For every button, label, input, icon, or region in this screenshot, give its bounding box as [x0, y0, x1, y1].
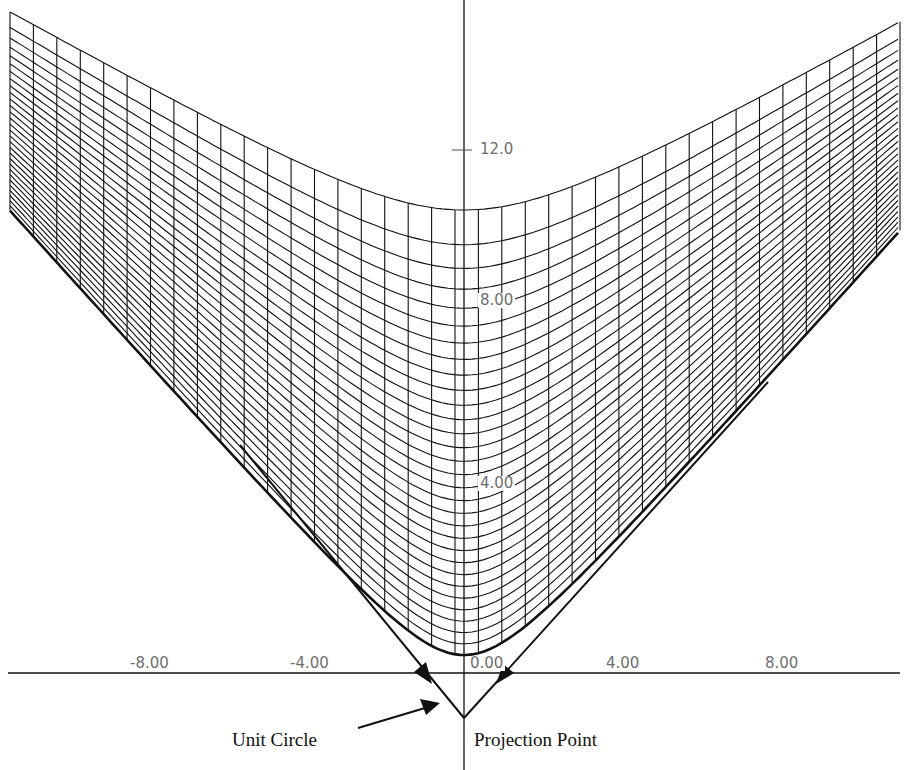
mesh-line	[10, 118, 898, 448]
x-axis	[8, 672, 900, 673]
mesh-line	[10, 130, 898, 475]
mesh-line	[10, 27, 898, 244]
axis-tick-label: 8.00	[478, 293, 515, 308]
mesh-line	[525, 202, 526, 627]
mesh-line	[689, 133, 690, 461]
mesh-line	[10, 71, 898, 343]
mesh-line	[291, 159, 292, 518]
axis-tick-label: 12.0	[478, 142, 515, 157]
y-axis	[463, 0, 464, 770]
mesh-line	[10, 153, 898, 526]
mesh-line	[10, 159, 898, 539]
mesh-line	[899, 22, 900, 231]
mesh-line	[10, 142, 898, 501]
mesh-surface	[10, 12, 900, 655]
callout-label: Projection Point	[474, 730, 597, 749]
mesh-line	[501, 207, 502, 643]
mesh-line	[454, 210, 455, 655]
mesh-line	[10, 201, 898, 633]
mesh-line	[10, 185, 898, 598]
mesh-line	[361, 189, 362, 590]
mesh-line	[267, 148, 268, 493]
mesh-line	[10, 169, 898, 562]
axis-tick-label: -8.00	[128, 656, 171, 671]
axis-tick-label: -4.00	[288, 656, 331, 671]
mesh-line	[548, 195, 549, 606]
axis-tick-label: 4.00	[604, 656, 641, 671]
arrow-head	[420, 699, 440, 715]
mesh-line	[642, 156, 643, 512]
mesh-line	[431, 208, 432, 646]
mesh-line	[384, 197, 385, 612]
mesh-line	[314, 169, 315, 542]
mesh-line	[337, 179, 338, 566]
mesh-line	[572, 187, 573, 584]
mesh-line	[665, 145, 666, 487]
mesh-line	[10, 206, 898, 644]
mesh-line	[595, 177, 596, 560]
mesh-line	[10, 180, 898, 586]
projection-line	[240, 445, 464, 718]
arrow-head	[414, 662, 432, 684]
mesh-line	[10, 38, 898, 268]
callout-label: Unit Circle	[232, 730, 317, 749]
leader-line	[358, 708, 425, 728]
mesh-line	[10, 175, 898, 575]
mesh-line	[10, 211, 898, 655]
axis-tick-label: 4.00	[478, 476, 515, 491]
mesh-line	[10, 93, 898, 391]
axis-tick-label: 8.00	[763, 656, 800, 671]
mesh-line	[10, 47, 898, 289]
mesh-line	[618, 167, 619, 537]
mesh-line	[408, 203, 409, 631]
mesh-line	[478, 210, 479, 654]
axis-tick-label: 0.00	[468, 656, 505, 671]
axis-tick	[452, 150, 472, 151]
projection-line	[464, 382, 768, 718]
mesh-line	[10, 190, 898, 609]
mesh-line	[10, 196, 898, 622]
